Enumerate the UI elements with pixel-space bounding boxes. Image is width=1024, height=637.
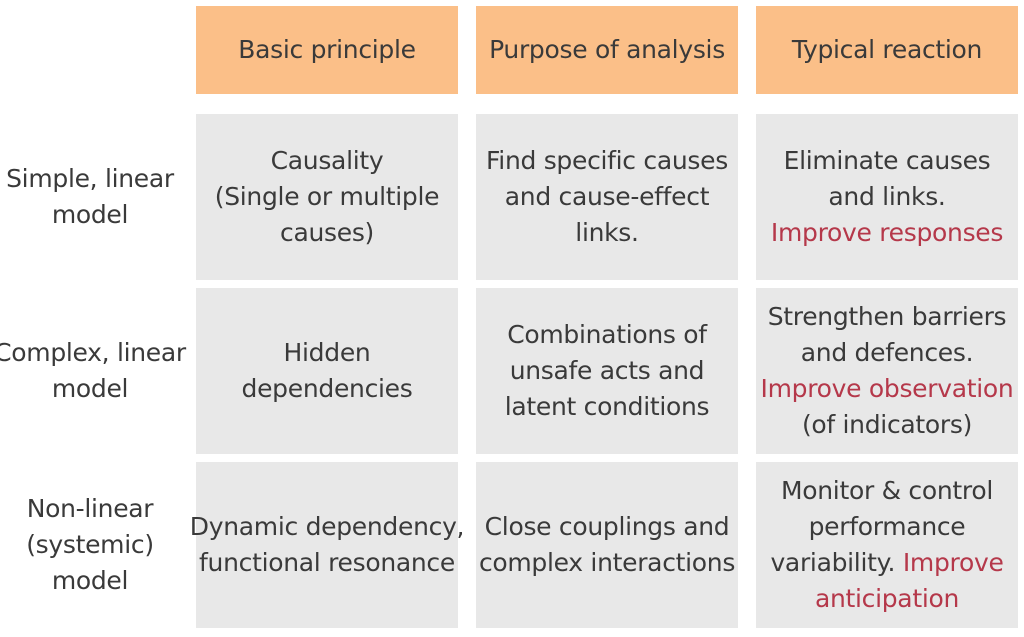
cell-line: and defences.	[800, 338, 974, 367]
cell-simple-purpose: Find specific causes and cause-effect li…	[476, 114, 738, 280]
cell-highlight: anticipation	[814, 584, 960, 613]
cell-line: performance	[808, 512, 966, 541]
cell-line: unsafe acts and	[509, 356, 705, 385]
cell-complex-reaction: Strengthen barriers and defences. Improv…	[756, 288, 1018, 454]
cell-line: latent conditions	[504, 392, 710, 421]
cell-complex-purpose: Combinations of unsafe acts and latent c…	[476, 288, 738, 454]
cell-line: and cause-effect	[504, 182, 710, 211]
row-label-line: model	[51, 374, 129, 403]
cell-nonlinear-reaction: Monitor & control performance variabilit…	[756, 462, 1018, 628]
cell-line: Close couplings and	[484, 512, 730, 541]
cell-line: Eliminate causes	[783, 146, 991, 175]
cell-line: causes)	[280, 218, 374, 247]
row-label-simple-linear: Simple, linear model	[0, 114, 180, 280]
cell-complex-principle: Hidden dependencies	[196, 288, 458, 454]
row-label-line: (systemic)	[26, 530, 154, 559]
header-basic-principle: Basic principle	[196, 6, 458, 94]
row-label-line: model	[51, 200, 129, 229]
row-label-non-linear: Non-linear (systemic) model	[0, 462, 180, 628]
cell-mixed-line: variability. Improve	[770, 545, 1003, 581]
cell-line: complex interactions	[478, 548, 736, 577]
cell-line: Dynamic dependency,	[189, 512, 465, 541]
cell-line: dependencies	[241, 374, 413, 403]
cell-nonlinear-purpose: Close couplings and complex interactions	[476, 462, 738, 628]
cell-highlight: Improve responses	[770, 218, 1004, 247]
cell-line: Causality	[270, 146, 384, 175]
cell-line: (Single or multiple	[214, 182, 440, 211]
cell-highlight: Improve	[902, 548, 1004, 577]
row-label-complex-linear: Complex, linear model	[0, 288, 186, 454]
cell-line: Strengthen barriers	[767, 302, 1007, 331]
header-label: Typical reaction	[791, 35, 983, 64]
cell-line: functional resonance	[199, 548, 455, 577]
cell-plain-text: variability.	[770, 548, 903, 577]
header-typical-reaction: Typical reaction	[756, 6, 1018, 94]
cell-line: links.	[575, 218, 639, 247]
header-label: Purpose of analysis	[489, 35, 725, 64]
header-purpose-of-analysis: Purpose of analysis	[476, 6, 738, 94]
header-label: Basic principle	[238, 35, 416, 64]
cell-line: and links.	[828, 182, 946, 211]
cell-line: (of indicators)	[801, 410, 973, 439]
row-label-line: Complex, linear	[0, 338, 186, 367]
cell-line: Combinations of	[507, 320, 707, 349]
cell-nonlinear-principle: Dynamic dependency, functional resonance	[190, 462, 465, 628]
row-label-line: Simple, linear	[6, 164, 174, 193]
row-label-line: Non-linear	[26, 494, 154, 523]
cell-highlight: Improve observation	[760, 374, 1014, 403]
cell-line: Hidden	[283, 338, 371, 367]
cell-line: Monitor & control	[781, 476, 993, 505]
cell-line: Find specific causes	[486, 146, 728, 175]
cell-simple-principle: Causality (Single or multiple causes)	[196, 114, 458, 280]
cell-simple-reaction: Eliminate causes and links. Improve resp…	[756, 114, 1018, 280]
row-label-line: model	[51, 566, 129, 595]
